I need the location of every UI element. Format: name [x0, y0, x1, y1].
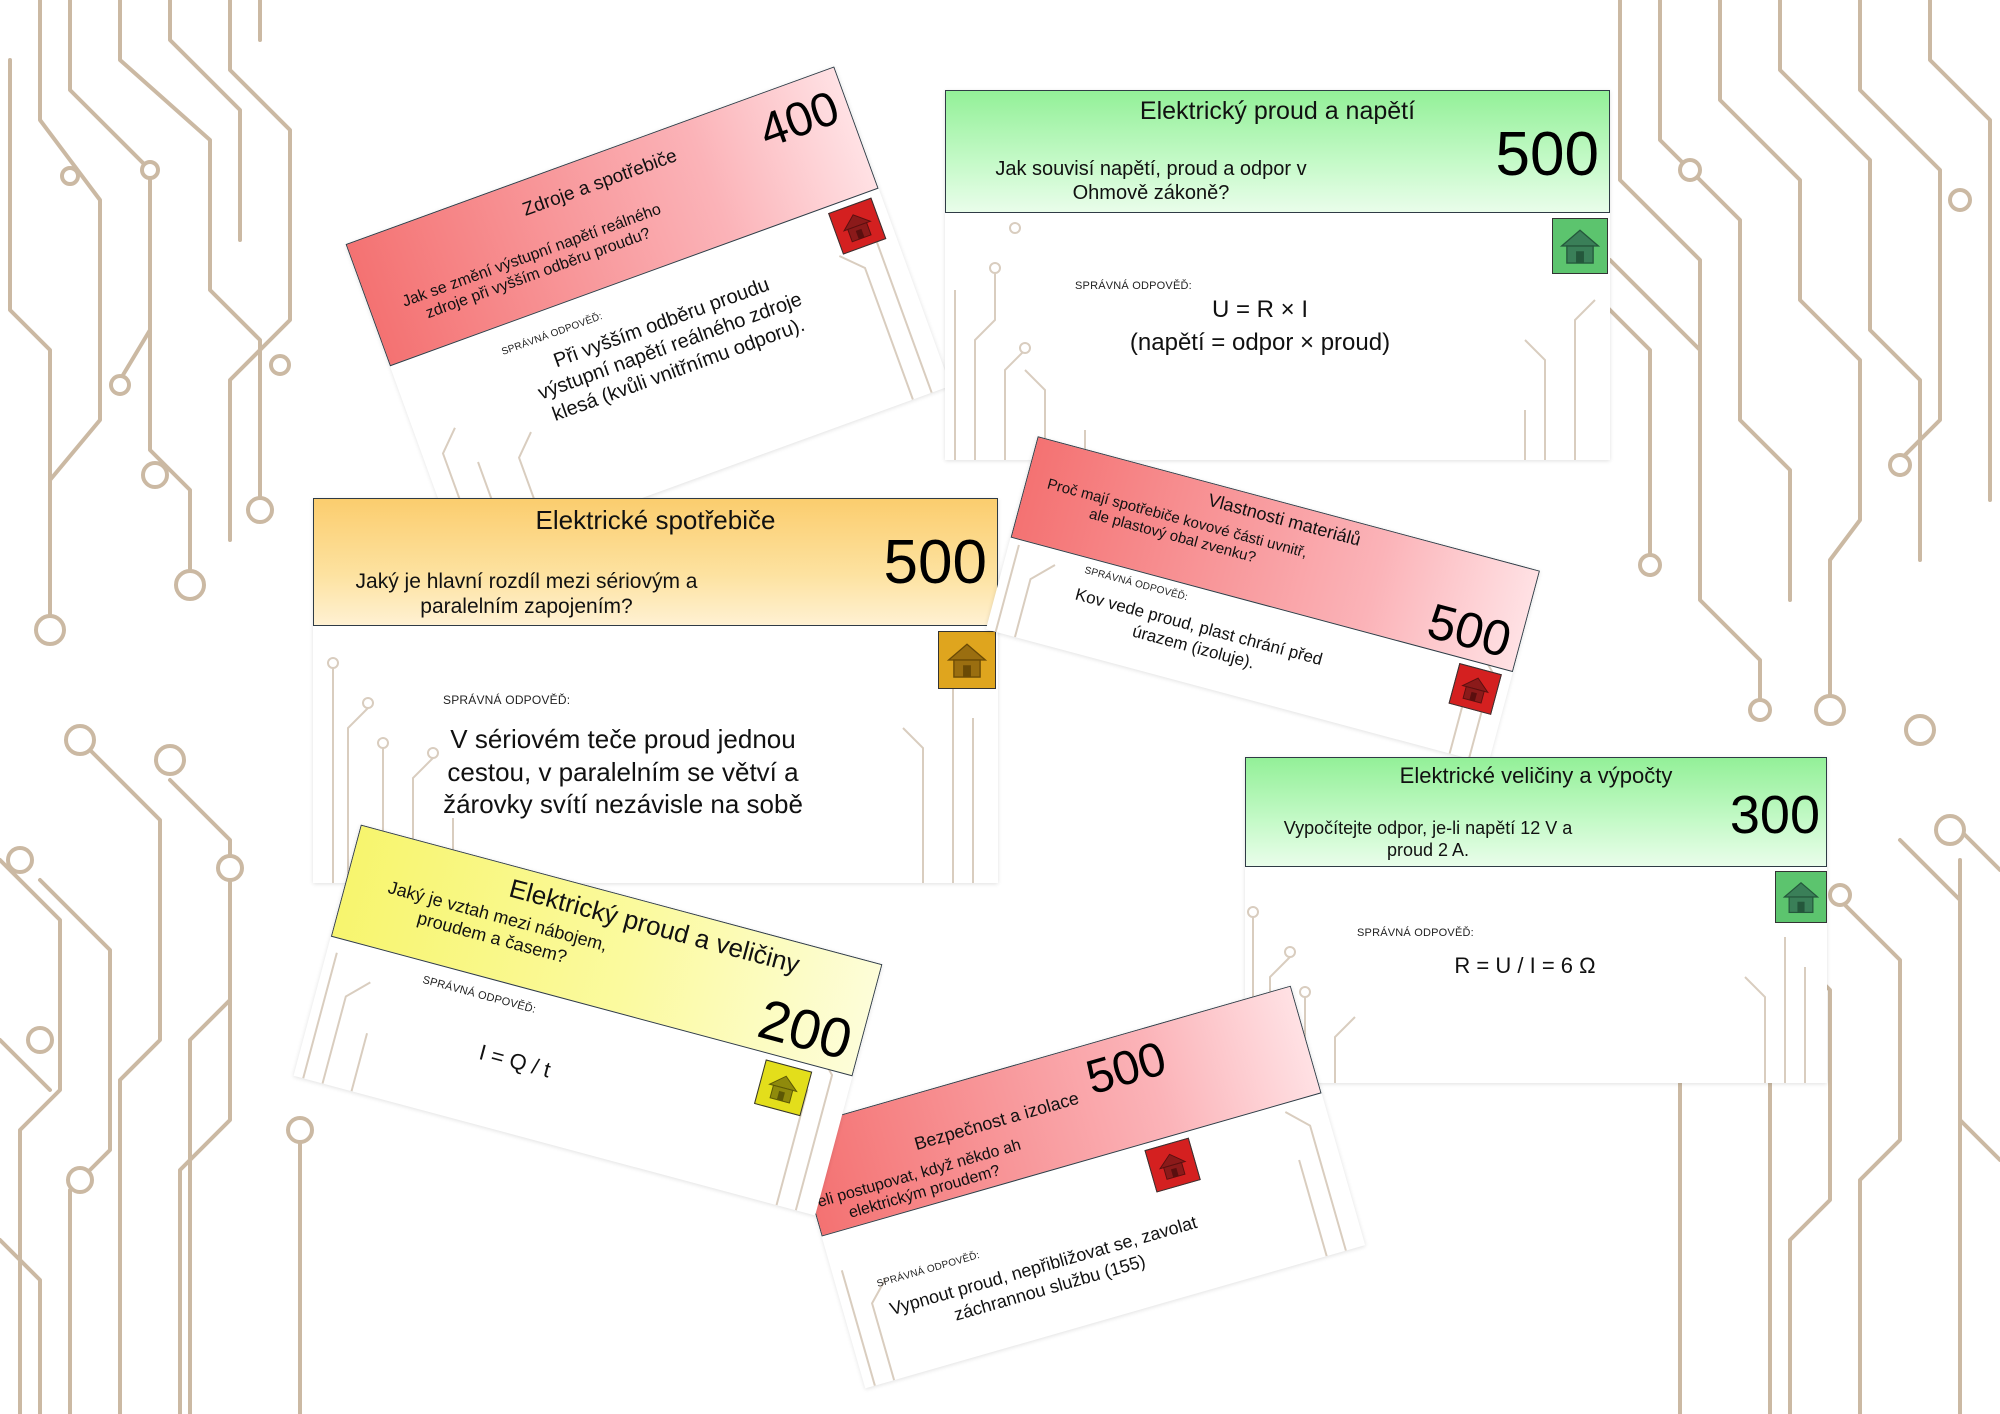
card-points: 500: [883, 528, 987, 597]
home-icon: [1158, 1153, 1187, 1180]
home-icon: [1559, 229, 1601, 264]
card-question: Jaký je hlavní rozdíl mezi sériovým a pa…: [355, 570, 698, 619]
question-card-proud-veliciny: Elektrický proud a veličiny Jaký je vzta…: [293, 824, 883, 1216]
card-circuit-decoration: [840, 1111, 1347, 1386]
home-button[interactable]: [1448, 662, 1502, 715]
card-question: Jak souvisí napětí, proud a odpor v Ohmo…: [995, 158, 1307, 204]
question-card-vypocty: Elektrické veličiny a výpočty Vypočítejt…: [1245, 757, 1827, 1083]
card-category: Elektrický proud a napětí: [1139, 97, 1416, 125]
home-button[interactable]: [753, 1059, 813, 1117]
question-card-materialy: Vlastnosti materiálů Proč mají spotřebič…: [985, 436, 1541, 764]
home-button[interactable]: [1144, 1137, 1201, 1193]
home-button[interactable]: [1775, 871, 1827, 923]
answer-label: SPRÁVNÁ ODPOVĚĎ:: [1075, 280, 1192, 292]
question-card-proud-napeti: Elektrický proud a napětí Jak souvisí na…: [945, 90, 1610, 460]
card-points: 500: [1495, 120, 1599, 189]
card-answer: R = U / I = 6 Ω: [1454, 953, 1596, 978]
card-circuit-decoration: [327, 657, 974, 883]
card-category: Elektrické veličiny a výpočty: [1399, 763, 1673, 788]
card-question: Vypočítejte odpor, je-li napětí 12 V a p…: [1283, 818, 1573, 860]
home-button[interactable]: [938, 631, 996, 689]
question-card-bezpecnost: Bezpečnost a izolace eli postupovat, kdy…: [790, 985, 1366, 1389]
card-answer: V sériovém teče proud jednou cestou, v p…: [443, 724, 803, 819]
card-points: 500: [1080, 1032, 1172, 1106]
question-card-spotrebice: Elektrické spotřebiče Jaký je hlavní roz…: [313, 498, 998, 883]
home-icon: [1782, 881, 1820, 914]
card-circuit-decoration: [954, 222, 1596, 460]
home-button[interactable]: [828, 197, 887, 255]
home-icon: [946, 643, 988, 678]
card-answer-line1: U = R × I: [1211, 296, 1309, 323]
home-icon: [842, 214, 872, 243]
home-icon: [1461, 677, 1489, 704]
answer-label: SPRÁVNÁ ODPOVĚĎ:: [1357, 927, 1474, 939]
card-category: Elektrické spotřebiče: [535, 505, 776, 535]
home-button[interactable]: [1552, 218, 1608, 274]
card-points: 300: [1729, 785, 1820, 845]
card-points: 400: [752, 81, 847, 159]
home-icon: [768, 1075, 798, 1104]
answer-label: SPRÁVNÁ ODPOVĚĎ:: [443, 693, 571, 707]
card-answer-line2: (napětí = odpor × proud): [1129, 329, 1391, 356]
